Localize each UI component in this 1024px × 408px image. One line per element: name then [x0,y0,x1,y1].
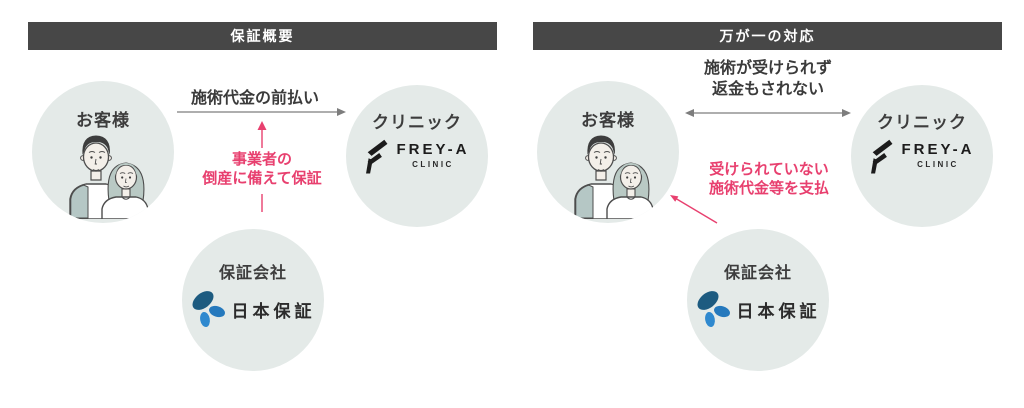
no-service-label: 施術が受けられず 返金もされない [668,58,868,100]
panel-title: 保証概要 [230,28,295,44]
customer-label: お客様 [76,111,130,130]
payout-note: 受けられていない 施術代金等を支払 [669,160,869,198]
guarantor-label: 保証会社 [218,265,287,282]
guarantee-note-line2: 倒産に備えて保証 [202,170,322,187]
payout-note-line2: 施術代金等を支払 [708,180,829,197]
clinic-circle: クリニック FREY-A CLINIC [346,85,488,227]
guarantee-note-line1: 事業者の [231,151,292,168]
panel-header-bar: 保証概要 [28,22,497,50]
freya-f-mark-icon [871,139,893,174]
panel-emergency-response: 万が一の対応 お客様 [533,0,1002,408]
clinic-label: クリニック [877,113,967,132]
customer-circle: お客様 [32,81,174,223]
guarantor-label: 保証会社 [723,265,792,282]
no-service-line1: 施術が受けられず [703,60,832,77]
prepayment-label: 施術代金の前払い [190,90,319,107]
guarantor-circle: 保証会社 日本保証 [182,229,324,371]
customer-label: お客様 [581,111,635,130]
guarantee-note: 事業者の 倒産に備えて保証 [162,150,362,188]
payout-note-line1: 受けられていない [709,161,829,178]
guarantee-arrow-icon [257,121,267,212]
guarantor-circle: 保証会社 日本保証 [687,229,829,371]
guarantor-logo: 日本保証 [182,289,324,329]
guarantor-brand-name: 日本保証 [736,301,821,321]
guarantor-logo: 日本保証 [687,289,829,329]
clinic-brand-name: FREY-A [396,141,470,158]
panel-header-bar: 万が一の対応 [533,22,1002,50]
clinic-brand-sub: CLINIC [917,160,959,169]
guarantor-brand-name: 日本保証 [231,301,316,321]
dispute-double-arrow-icon [685,109,851,117]
panel-guarantee-overview: 保証概要 お客様 [28,0,497,408]
nihon-hosho-petal-mark-icon [192,291,225,328]
clinic-brand-name: FREY-A [901,141,975,158]
clinic-logo: FREY-A CLINIC [346,135,488,175]
freya-f-mark-icon [366,139,388,174]
clinic-label: クリニック [372,113,462,132]
clinic-brand-text: FREY-A CLINIC [901,141,974,169]
clinic-logo: FREY-A CLINIC [851,135,993,175]
customer-circle: お客様 [537,81,679,223]
clinic-brand-text: FREY-A CLINIC [396,141,469,169]
clinic-circle: クリニック FREY-A CLINIC [851,85,993,227]
couple-illustration-icon [574,135,654,219]
payout-arrow-icon [670,195,718,224]
no-service-line2: 返金もされない [711,81,824,98]
panel-title: 万が一の対応 [719,28,816,44]
nihon-hosho-petal-mark-icon [697,291,730,328]
prepayment-arrow-icon [177,108,346,116]
couple-illustration-icon [69,135,149,219]
clinic-brand-sub: CLINIC [412,160,454,169]
